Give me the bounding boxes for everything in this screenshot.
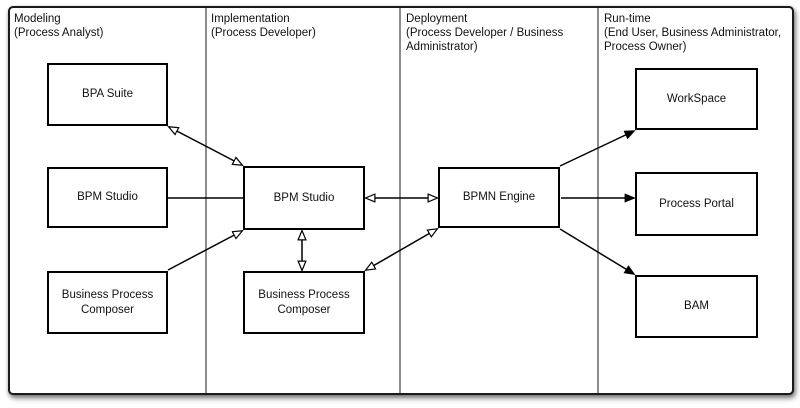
connector-arrows-layer <box>10 8 792 393</box>
arrow-bpmn-engine-to-bam <box>559 228 634 274</box>
box-composer-impl: Business Process Composer <box>243 271 365 334</box>
column-header-runtime: Run-time (End User, Business Administrat… <box>604 13 782 53</box>
box-label-bpmn-engine: BPMN Engine <box>462 191 536 203</box>
box-label-bpm-studio-impl: BPM Studio <box>273 191 335 204</box>
box-label-bpm-studio-modeling: BPM Studio <box>77 191 138 203</box>
arrow-composer-modeling-to-bpm-studio-impl <box>167 231 242 271</box>
box-bpmn-engine: BPMN Engine <box>438 167 560 228</box>
box-label-composer-modeling: Business Process Composer <box>61 288 154 316</box>
box-composer-modeling: Business Process Composer <box>47 271 168 334</box>
arrow-bpa-suite-bpm-studio-impl <box>169 127 242 165</box>
box-bpm-studio-modeling: BPM Studio <box>47 167 168 228</box>
arrow-bpmn-engine-composer-impl <box>366 229 437 270</box>
box-bpa-suite: BPA Suite <box>47 63 168 126</box>
box-label-bam: BAM <box>684 300 709 312</box>
column-divider-1 <box>205 8 207 393</box>
diagram-frame: Modeling (Process Analyst) Implementatio… <box>8 6 794 395</box>
arrow-bpmn-engine-to-workspace <box>559 131 634 167</box>
column-header-modeling: Modeling (Process Analyst) <box>14 13 104 39</box>
column-header-implementation: Implementation (Process Developer) <box>211 13 316 39</box>
column-divider-3 <box>597 8 599 393</box>
box-label-bpa-suite: BPA Suite <box>82 88 133 100</box>
box-label-composer-impl: Business Process Composer <box>258 288 350 316</box>
box-bpm-studio-impl: BPM Studio <box>243 166 365 230</box>
box-workspace: WorkSpace <box>635 68 758 130</box>
column-header-deployment: Deployment (Process Developer / Business… <box>406 13 564 53</box>
box-bam: BAM <box>635 275 758 338</box>
box-label-process-portal: Process Portal <box>659 197 734 210</box>
box-process-portal: Process Portal <box>635 172 758 236</box>
box-label-workspace: WorkSpace <box>666 92 727 105</box>
